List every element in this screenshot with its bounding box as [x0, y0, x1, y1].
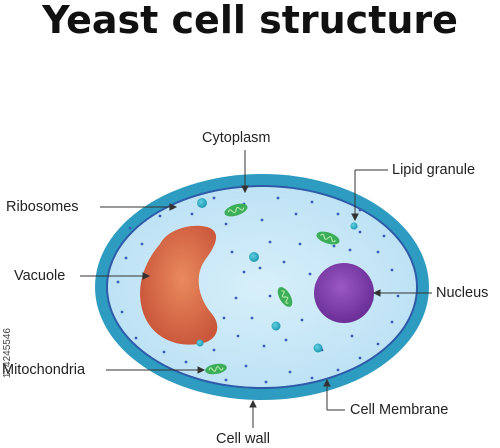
nucleus-leader — [372, 289, 432, 297]
cell-wall-leader — [249, 399, 257, 428]
mitochondrion-4 — [205, 363, 227, 375]
nucleus — [314, 263, 374, 323]
cell-wall-label: Cell wall — [216, 431, 270, 447]
cell-membrane-leader — [323, 378, 345, 411]
vacuole — [140, 225, 218, 345]
mitochondria-leader — [106, 366, 206, 374]
cytoplasm-leader — [241, 150, 249, 194]
ribosomes-label: Ribosomes — [6, 199, 79, 215]
page-title: Yeast cell structure — [42, 0, 458, 42]
nucleus-label: Nucleus — [436, 285, 489, 301]
vacuole-label: Vacuole — [14, 268, 66, 284]
mitochondria-label: Mitochondria — [2, 362, 86, 378]
lipid-granule-leader — [351, 169, 388, 222]
mitochondrion-2 — [316, 231, 340, 245]
cytoplasm-label: Cytoplasm — [202, 130, 271, 146]
lipid-granule-label: Lipid granule — [392, 162, 476, 178]
mitochondrion-1 — [224, 203, 248, 217]
cell-membrane-label: Cell Membrane — [350, 402, 449, 418]
vacuole-leader — [80, 272, 151, 280]
stock-image-id: 124245546 — [2, 328, 13, 379]
lipid-granules — [196, 198, 358, 353]
ribosomes-leader — [100, 203, 178, 211]
mitochondrion-3 — [277, 287, 293, 307]
